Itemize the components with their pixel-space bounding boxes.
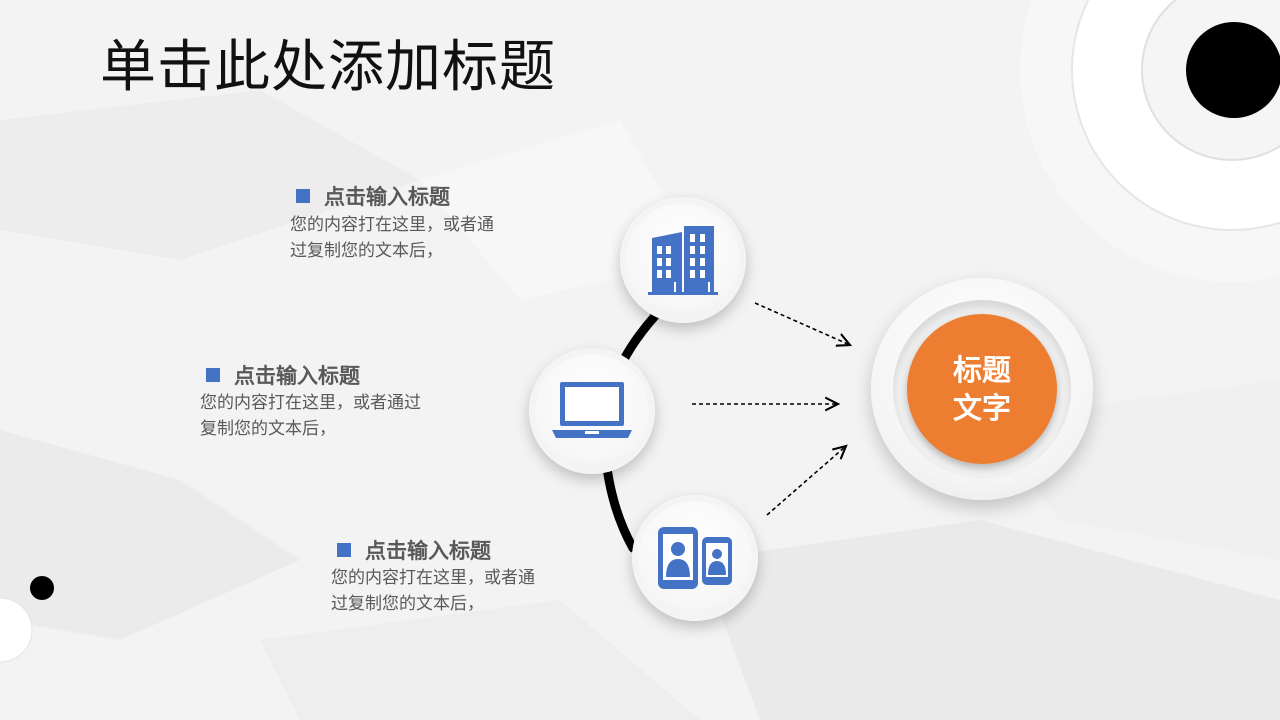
bullet-square-icon: [206, 368, 220, 382]
target-ring: 标题 文字: [893, 300, 1071, 478]
list-item-1: 点击输入标题: [296, 181, 450, 211]
item-desc-line: 过复制您的文本后，: [290, 241, 443, 261]
target-circle[interactable]: 标题 文字: [871, 278, 1093, 500]
item-description-3[interactable]: 您的内容打在这里，或者通 过复制您的文本后，: [331, 565, 535, 617]
item-description-2[interactable]: 您的内容打在这里，或者通过 复制您的文本后，: [200, 390, 421, 442]
item-description-1[interactable]: 您的内容打在这里，或者通 过复制您的文本后，: [290, 212, 494, 264]
phone-contacts-icon: [658, 527, 732, 589]
item-desc-line: 过复制您的文本后，: [331, 594, 484, 614]
item-heading[interactable]: 点击输入标题: [324, 185, 450, 209]
list-item-2: 点击输入标题: [206, 360, 360, 390]
item-desc-line: 您的内容打在这里，或者通: [290, 215, 494, 235]
slide-title[interactable]: 单击此处添加标题: [100, 35, 556, 100]
target-label-line: 标题: [952, 353, 1011, 387]
item-desc-line: 您的内容打在这里，或者通: [331, 568, 535, 588]
item-heading[interactable]: 点击输入标题: [365, 539, 491, 563]
target-label[interactable]: 标题 文字: [907, 314, 1057, 464]
list-item-3: 点击输入标题: [337, 535, 491, 565]
item-desc-line: 复制您的文本后，: [200, 419, 336, 439]
building-icon-circle[interactable]: [620, 197, 746, 323]
laptop-icon: [552, 382, 632, 438]
bullet-square-icon: [337, 543, 351, 557]
item-heading[interactable]: 点击输入标题: [234, 364, 360, 388]
building-icon: [648, 226, 718, 295]
target-label-line: 文字: [952, 391, 1011, 425]
bullet-square-icon: [296, 189, 310, 203]
laptop-icon-circle[interactable]: [529, 348, 655, 474]
item-desc-line: 您的内容打在这里，或者通过: [200, 393, 421, 413]
phone-contacts-icon-circle[interactable]: [632, 495, 758, 621]
